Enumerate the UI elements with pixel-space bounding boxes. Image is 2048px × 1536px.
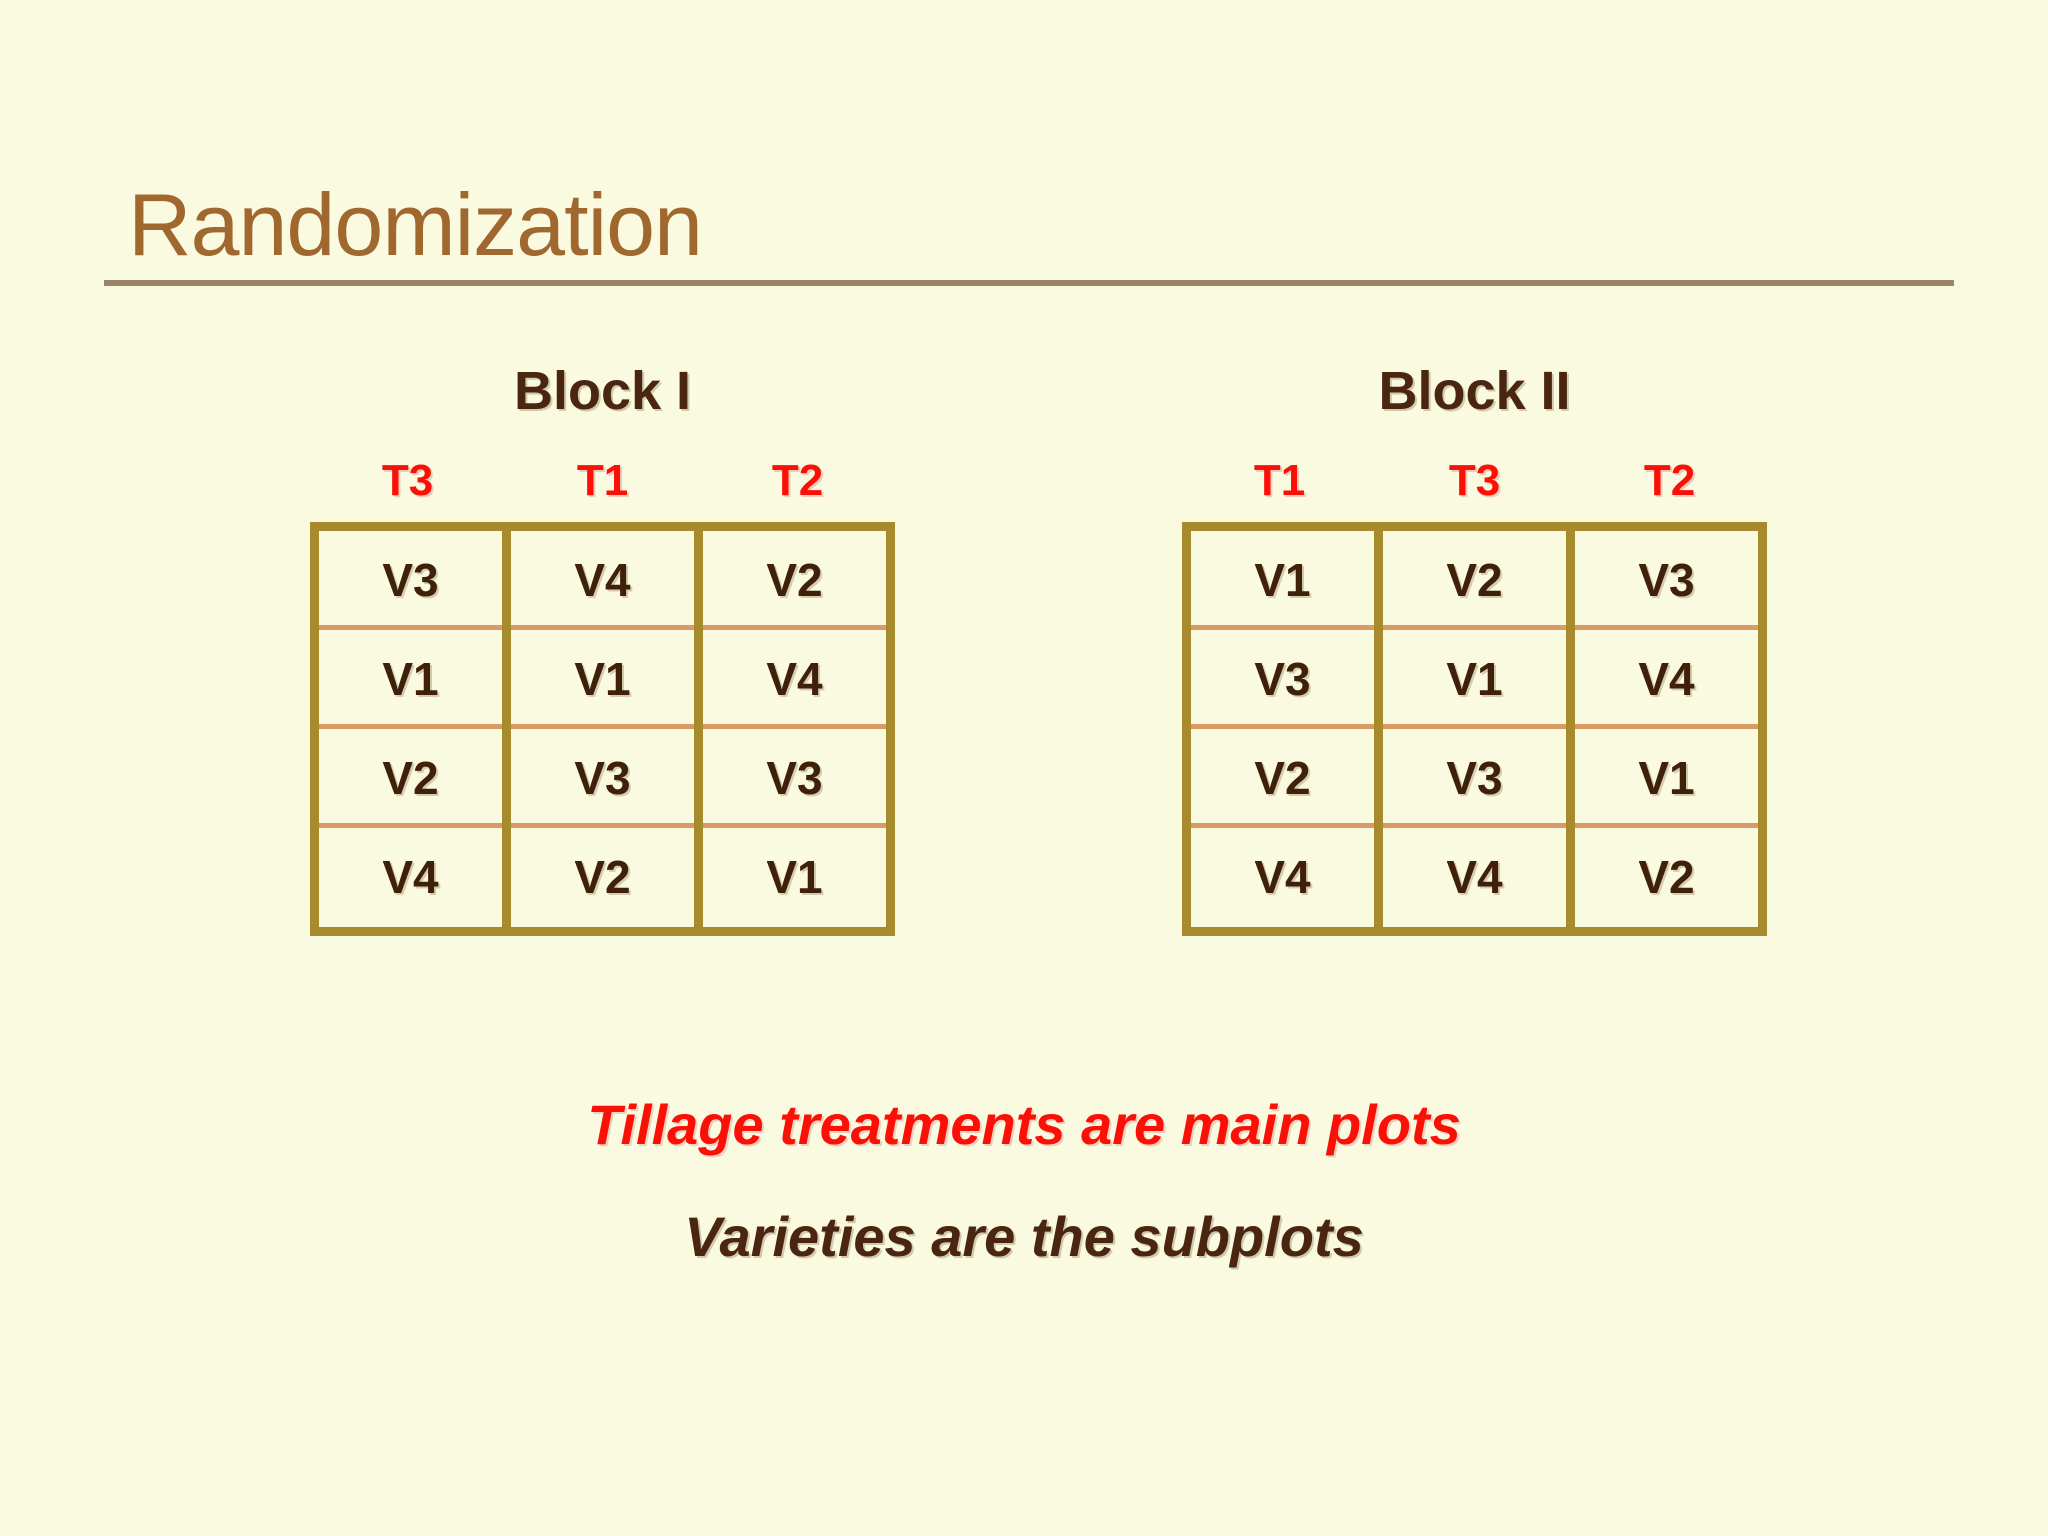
block-2-grid: V1 V3 V2 V4 V2 V1 V3 V4 V3 V4 V1 V2 [1182, 522, 1767, 936]
blocks-container: Block I T3 T1 T2 V3 V1 V2 V4 V4 V1 V3 V2 [0, 360, 2048, 1000]
block-1-column-3: V2 V4 V3 V1 [703, 531, 886, 927]
block-2-treatment-2: T3 [1448, 456, 1501, 505]
caption-varieties: Varieties are the subplots [684, 1205, 1364, 1268]
table-cell: V2 [1383, 531, 1566, 630]
block-1-title: Block I [513, 361, 692, 421]
table-cell: V2 [703, 531, 886, 630]
block-1-treatment-2: T1 [576, 456, 629, 505]
block-1-treatment-row: T3 T1 T2 [310, 456, 895, 506]
block-2-treatment-row: T1 T3 T2 [1182, 456, 1767, 506]
table-cell: V1 [766, 851, 823, 903]
caption-tillage-treatments: Tillage treatments are main plots [587, 1093, 1461, 1156]
table-cell: V4 [1446, 851, 1503, 903]
block-2: Block II T1 T3 T2 V1 V3 V2 V4 V2 V1 V3 V… [1182, 360, 1767, 936]
table-cell: V2 [574, 851, 631, 903]
table-cell: V3 [1575, 531, 1758, 630]
title-divider [104, 280, 1954, 286]
table-cell: V1 [1383, 630, 1566, 729]
block-2-treatment-1: T1 [1253, 456, 1306, 505]
table-cell: V4 [382, 851, 439, 903]
block-1-column-2: V4 V1 V3 V2 [511, 531, 703, 927]
block-2-column-3: V3 V4 V1 V2 [1575, 531, 1758, 927]
table-cell: V3 [1191, 630, 1374, 729]
table-cell: V4 [511, 531, 694, 630]
block-1-column-1: V3 V1 V2 V4 [319, 531, 511, 927]
table-cell: V1 [511, 630, 694, 729]
block-2-treatment-3: T2 [1643, 456, 1696, 505]
table-cell: V4 [1575, 630, 1758, 729]
block-2-title: Block II [1378, 361, 1571, 421]
table-cell: V3 [511, 729, 694, 828]
table-cell: V3 [703, 729, 886, 828]
block-1: Block I T3 T1 T2 V3 V1 V2 V4 V4 V1 V3 V2 [310, 360, 895, 936]
block-1-treatment-3: T2 [771, 456, 824, 505]
table-cell: V4 [703, 630, 886, 729]
table-cell: V3 [319, 531, 502, 630]
block-2-column-2: V2 V1 V3 V4 [1383, 531, 1575, 927]
table-cell: V3 [1383, 729, 1566, 828]
table-cell: V2 [1191, 729, 1374, 828]
block-1-grid: V3 V1 V2 V4 V4 V1 V3 V2 V2 V4 V3 V1 [310, 522, 895, 936]
table-cell: V1 [1575, 729, 1758, 828]
block-1-treatment-1: T3 [381, 456, 434, 505]
table-cell: V2 [319, 729, 502, 828]
block-2-column-1: V1 V3 V2 V4 [1191, 531, 1383, 927]
table-cell: V1 [319, 630, 502, 729]
table-cell: V1 [1191, 531, 1374, 630]
table-cell: V2 [1638, 851, 1695, 903]
table-cell: V4 [1254, 851, 1311, 903]
page-title: Randomization [128, 174, 703, 274]
